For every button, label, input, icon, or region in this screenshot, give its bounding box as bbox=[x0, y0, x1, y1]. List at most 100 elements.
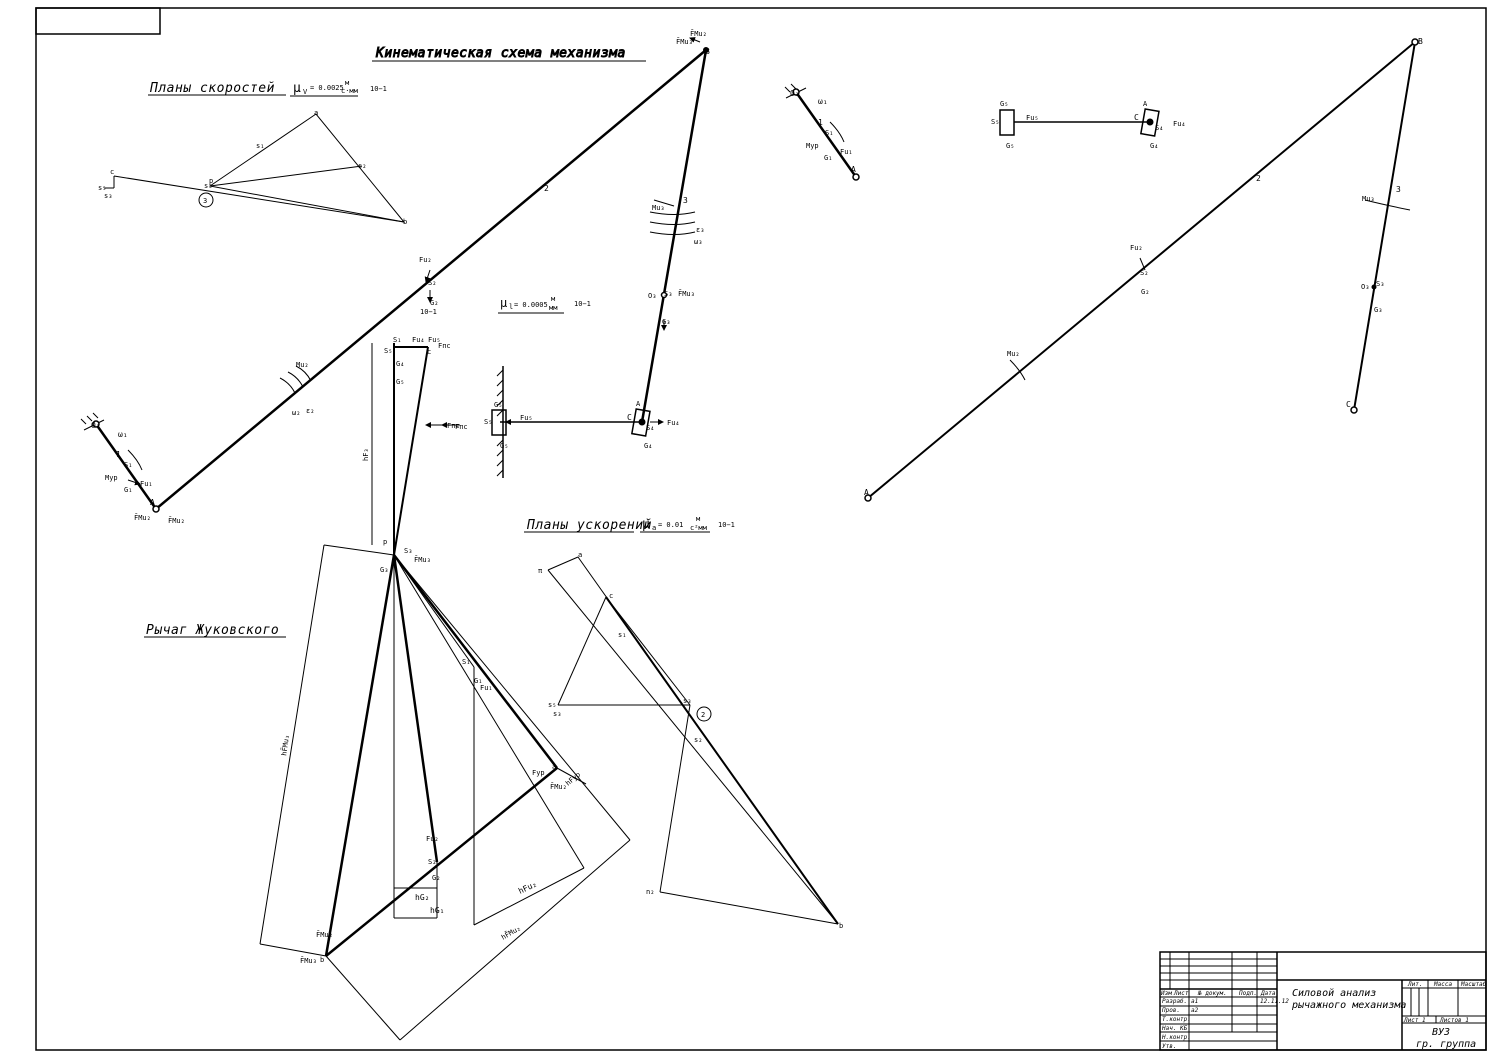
svg-text:Mур: Mур bbox=[806, 142, 819, 150]
svg-text:ε₂: ε₂ bbox=[306, 407, 314, 415]
svg-text:S₁: S₁ bbox=[825, 129, 833, 137]
svg-text:S₃: S₃ bbox=[404, 547, 412, 555]
svg-text:Fпс: Fпс bbox=[438, 342, 451, 350]
svg-text:Н.контр.: Н.контр. bbox=[1161, 1034, 1191, 1041]
svg-text:S₅: S₅ bbox=[484, 418, 492, 426]
svg-text:s₃: s₃ bbox=[553, 710, 561, 718]
svg-text:Fu₅: Fu₅ bbox=[428, 336, 441, 344]
svg-text:Fu₄: Fu₄ bbox=[1173, 120, 1186, 128]
svg-text:a: a bbox=[652, 524, 656, 532]
svg-text:S₃: S₃ bbox=[664, 290, 672, 298]
svg-text:F̄Mu₂: F̄Mu₂ bbox=[168, 516, 185, 525]
svg-text:м: м bbox=[551, 295, 556, 303]
svg-text:м: м bbox=[345, 79, 350, 87]
svg-text:S₄: S₄ bbox=[1155, 124, 1163, 132]
svg-text:b: b bbox=[320, 956, 324, 964]
svg-text:S₅: S₅ bbox=[991, 118, 999, 126]
slider-detail-labels: G₅ S₅ G₅ Fu₅ C A Fu₄ S₄ G₄ bbox=[991, 100, 1186, 150]
svg-text:Лист 1: Лист 1 bbox=[1403, 1017, 1426, 1024]
svg-text:O₁: O₁ bbox=[91, 421, 101, 430]
zhukovsky-title: Рычаг Жуковского bbox=[146, 623, 279, 638]
svg-text:n₂: n₂ bbox=[646, 888, 654, 896]
svg-text:s₁: s₁ bbox=[256, 142, 264, 150]
svg-text:b: b bbox=[839, 922, 843, 930]
svg-text:= 0.0025: = 0.0025 bbox=[310, 84, 344, 92]
crank-detail bbox=[784, 83, 860, 181]
svg-text:F̄Mu₃: F̄Mu₃ bbox=[300, 956, 317, 965]
svg-text:A: A bbox=[636, 400, 641, 408]
svg-text:G₄: G₄ bbox=[1150, 142, 1158, 150]
svg-text:Fu₁: Fu₁ bbox=[480, 684, 493, 692]
svg-text:12.11.12: 12.11.12 bbox=[1260, 998, 1289, 1005]
svg-text:а1: а1 bbox=[1191, 998, 1198, 1005]
svg-text:G₃: G₃ bbox=[1374, 306, 1382, 314]
zhukovsky-lever: Рычаг Жуковского bbox=[144, 343, 631, 1041]
svg-text:с·мм: с·мм bbox=[341, 87, 359, 95]
svg-text:ω₁: ω₁ bbox=[118, 430, 128, 439]
svg-text:G₁: G₁ bbox=[124, 486, 132, 494]
svg-text:Утв.: Утв. bbox=[1162, 1043, 1176, 1050]
svg-text:Масштаб: Масштаб bbox=[1460, 981, 1487, 988]
svg-text:Fур: Fур bbox=[532, 769, 545, 777]
svg-text:c: c bbox=[110, 168, 114, 176]
svg-text:2: 2 bbox=[701, 711, 705, 719]
velocity-scale: μ V = 0.0025 м с·мм 10−1 a s₁ s₂ b c s₅ … bbox=[98, 79, 407, 226]
svg-text:π: π bbox=[538, 567, 543, 575]
svg-text:1: 1 bbox=[116, 450, 121, 459]
svg-text:G₁: G₁ bbox=[474, 677, 482, 685]
velocity-title: Планы скоростей bbox=[149, 81, 275, 96]
svg-text:hG₁: hG₁ bbox=[430, 906, 444, 915]
svg-text:S₅: S₅ bbox=[384, 347, 392, 355]
svg-text:S₂: S₂ bbox=[1140, 269, 1148, 277]
stamp-org: ВУЗ bbox=[1432, 1027, 1450, 1038]
svg-text:S₂: S₂ bbox=[428, 279, 436, 287]
svg-text:№ докум.: № докум. bbox=[1197, 990, 1227, 997]
stamp-title-line2: рычажного механизма bbox=[1291, 1000, 1406, 1011]
svg-text:A: A bbox=[150, 498, 155, 507]
sheet-frame bbox=[35, 7, 1487, 1051]
svg-text:s₂: s₂ bbox=[694, 736, 702, 744]
acceleration-plan: Планы ускорений bbox=[524, 518, 839, 925]
svg-text:Mu₂: Mu₂ bbox=[1007, 350, 1020, 358]
svg-text:O₃: O₃ bbox=[648, 292, 656, 300]
svg-text:s₃: s₃ bbox=[204, 182, 212, 190]
svg-text:G₅: G₅ bbox=[1006, 142, 1014, 150]
svg-text:Нач. КБ: Нач. КБ bbox=[1161, 1025, 1188, 1032]
svg-text:Fu₁: Fu₁ bbox=[840, 148, 853, 156]
slider-detail bbox=[999, 108, 1160, 137]
top-left-stamp-box bbox=[35, 7, 161, 35]
svg-text:мм: мм bbox=[549, 304, 558, 312]
stamp-title-line1: Силовой анализ bbox=[1292, 987, 1376, 999]
links-detail-labels: A B 2 3 Mu₃ Fu₂ S₂ G₂ Mu₂ O₃ S₃ G₃ C bbox=[864, 37, 1423, 497]
svg-text:s₁: s₁ bbox=[618, 631, 626, 639]
kinematic-scheme: Кинематическая схема механизма bbox=[80, 37, 709, 513]
crank-detail-labels: O₁ ω₁ 1 S₁ Mур G₁ Fu₁ A bbox=[790, 89, 856, 174]
svg-text:l: l bbox=[509, 303, 513, 311]
svg-text:Mур: Mур bbox=[105, 474, 118, 482]
svg-text:Пров.: Пров. bbox=[1161, 1007, 1180, 1014]
stamp-group: гр. группа bbox=[1416, 1039, 1476, 1050]
svg-text:c: c bbox=[609, 592, 613, 600]
svg-text:hF̄Mu₃: hF̄Mu₃ bbox=[279, 734, 291, 756]
svg-text:Лит.: Лит. bbox=[1407, 981, 1422, 988]
svg-text:ω₁: ω₁ bbox=[818, 97, 828, 106]
svg-text:G₂: G₂ bbox=[432, 874, 440, 882]
svg-text:10−1: 10−1 bbox=[718, 521, 735, 529]
svg-text:s₃: s₃ bbox=[683, 697, 691, 705]
svg-text:Mu₂: Mu₂ bbox=[296, 361, 309, 369]
svg-text:A: A bbox=[1143, 100, 1148, 108]
svg-text:S₃: S₃ bbox=[1376, 280, 1384, 288]
svg-text:G₅: G₅ bbox=[396, 378, 404, 386]
svg-text:μ: μ bbox=[642, 517, 650, 532]
svg-text:Fu₅: Fu₅ bbox=[1026, 114, 1039, 122]
svg-text:S₁: S₁ bbox=[393, 336, 401, 344]
svg-text:V: V bbox=[303, 88, 308, 96]
svg-text:a: a bbox=[552, 763, 556, 771]
svg-text:S₁: S₁ bbox=[462, 658, 470, 666]
accel-scale: μ a = 0.01 м с²мм 10−1 π a c s₁ s₅ s₃ s₃… bbox=[538, 515, 843, 930]
svg-text:A: A bbox=[864, 488, 869, 497]
svg-text:a: a bbox=[578, 551, 582, 559]
svg-text:G₄: G₄ bbox=[396, 360, 404, 368]
svg-text:B: B bbox=[705, 47, 710, 56]
title-block-text: Изм Лист № докум. Подп. Дата Разраб. а1 … bbox=[1160, 981, 1487, 1050]
